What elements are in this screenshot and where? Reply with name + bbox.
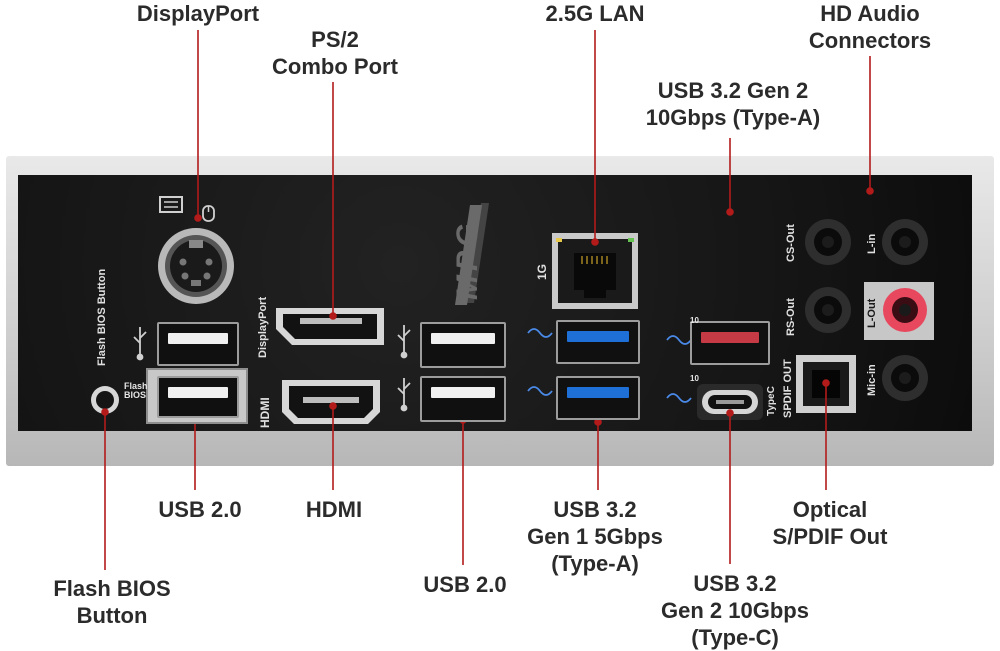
- panel-text-cs-out: CS-Out: [785, 224, 797, 262]
- panel-text-rs-out: RS-Out: [785, 298, 797, 336]
- usb20-port-left-top: [157, 322, 239, 366]
- usb32-gen1-port-top: [556, 320, 640, 364]
- label-hdmi: HDMI: [305, 497, 363, 522]
- usb32-gen2-type-a-port: [690, 321, 770, 365]
- label-usb32-gen2-type-c: USB 3.2 Gen 2 10Gbps (Type-C): [661, 571, 809, 650]
- panel-text-displayport: DisplayPort: [257, 296, 269, 358]
- panel-text-flash-bios-button: Flash BIOS Button: [96, 268, 108, 366]
- hdmi-port: [282, 380, 380, 424]
- usb-icon: [397, 325, 411, 359]
- usb-icon: [397, 378, 411, 412]
- audio-jack-mic-in: [882, 355, 928, 401]
- label-2-5g-lan: 2.5G LAN: [545, 1, 645, 26]
- label-usb32-gen2-type-a: USB 3.2 Gen 2 10Gbps (Type-A): [645, 78, 821, 130]
- label-ps2-combo-port: PS/2 Combo Port: [272, 27, 398, 79]
- usb20-port-mid-bottom: [420, 376, 506, 422]
- panel-text-gen2-mark: 10: [690, 316, 699, 325]
- audio-jack-l-in: [882, 219, 928, 265]
- label-flash-bios-button: Flash BIOS Button: [53, 576, 171, 628]
- ps2-port: [158, 228, 234, 304]
- panel-text-spdif-out: SPDIF OUT: [782, 359, 794, 418]
- label-usb20-left: USB 2.0: [158, 497, 242, 522]
- panel-text-typec: TypeC: [766, 386, 777, 416]
- keyboard-icon: [159, 196, 183, 213]
- panel-text-lan-1g: 1G: [535, 263, 549, 280]
- audio-jack-cs-out: [805, 219, 851, 265]
- label-usb20-mid: USB 2.0: [423, 572, 507, 597]
- panel-text-flash-bios-small: Flash BIOS: [124, 381, 148, 400]
- panel-text-mic-in: Mic-in: [866, 364, 878, 396]
- label-optical-spdif: Optical S/PDIF Out: [772, 497, 888, 549]
- audio-jack-rs-out: [805, 287, 851, 333]
- leader-lines: [101, 30, 874, 570]
- superspeed-usb-icon: [527, 328, 692, 403]
- flash-bios-button: [91, 386, 119, 414]
- usb32-gen1-port-bottom: [556, 376, 640, 420]
- usb20-port-left-bottom: [157, 376, 239, 418]
- mouse-icon: [202, 205, 215, 222]
- panel-text-l-in: L-in: [866, 233, 878, 254]
- label-displayport: DisplayPort: [136, 1, 260, 26]
- panel-text-hdmi: HDMI: [258, 397, 272, 428]
- usb-icon: [133, 327, 147, 361]
- mpg-logo: [455, 203, 489, 305]
- panel-text-l-out: L-Out: [866, 298, 878, 328]
- panel-text-brand: MPG: [451, 219, 484, 300]
- audio-jack-l-out: [883, 288, 927, 332]
- displayport-port: [276, 308, 384, 345]
- usb20-port-mid-top: [420, 322, 506, 368]
- label-hd-audio-connectors: HD Audio Connectors: [808, 1, 932, 53]
- usb-type-c-port: [697, 384, 763, 420]
- panel-text-gen2-mark: 10: [690, 374, 699, 383]
- label-usb32-gen1: USB 3.2 Gen 1 5Gbps (Type-A): [527, 497, 663, 576]
